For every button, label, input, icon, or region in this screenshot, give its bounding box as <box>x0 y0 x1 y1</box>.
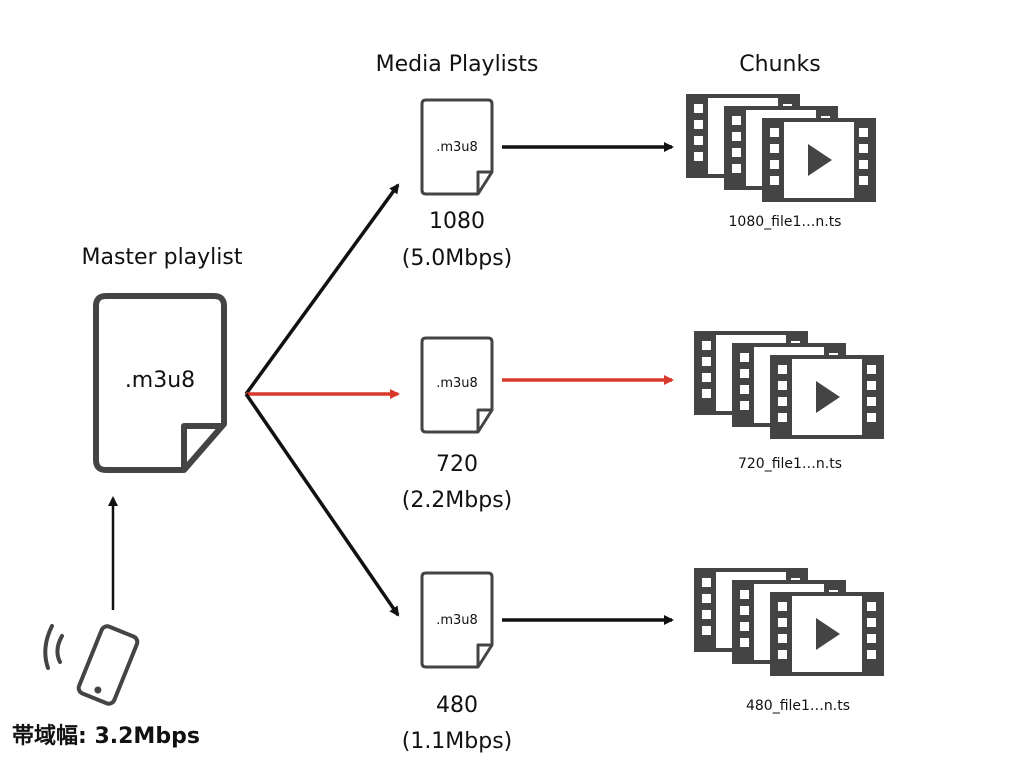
smartphone-icon <box>76 624 140 706</box>
chunks-480-film-strip-icon <box>696 570 882 674</box>
chunk-files-720: 720_file1…n.ts <box>737 456 843 472</box>
chunk-files-480: 480_file1…n.ts <box>745 698 851 714</box>
arrow-master-to-1080 <box>244 183 400 396</box>
master-playlist-document-icon <box>93 293 227 473</box>
master-file-ext: .m3u8 <box>124 368 196 393</box>
client-bandwidth: 帯域幅: 3.2Mbps <box>12 724 200 749</box>
chunks-720-film-strip-icon <box>696 333 882 437</box>
resolution-480: 480 <box>436 693 478 718</box>
resolution-1080: 1080 <box>429 209 485 234</box>
chunks-header: Chunks <box>739 52 821 77</box>
media-480-file-ext: .m3u8 <box>436 613 478 628</box>
media-720-file-ext: .m3u8 <box>436 376 478 391</box>
media-1080-file-ext: .m3u8 <box>436 140 478 155</box>
resolution-720: 720 <box>436 452 478 477</box>
bitrate-480: (1.1Mbps) <box>401 729 513 754</box>
bitrate-720: (2.2Mbps) <box>401 488 513 513</box>
chunks-1080-film-strip-icon <box>688 96 874 200</box>
master-playlist-header: Master playlist <box>81 245 243 270</box>
chunk-files-1080: 1080_file1…n.ts <box>728 214 842 230</box>
media-playlists-header: Media Playlists <box>375 52 539 77</box>
bitrate-1080: (5.0Mbps) <box>401 246 513 271</box>
signal-waves-icon <box>43 624 64 670</box>
arrow-master-to-480 <box>244 393 400 617</box>
